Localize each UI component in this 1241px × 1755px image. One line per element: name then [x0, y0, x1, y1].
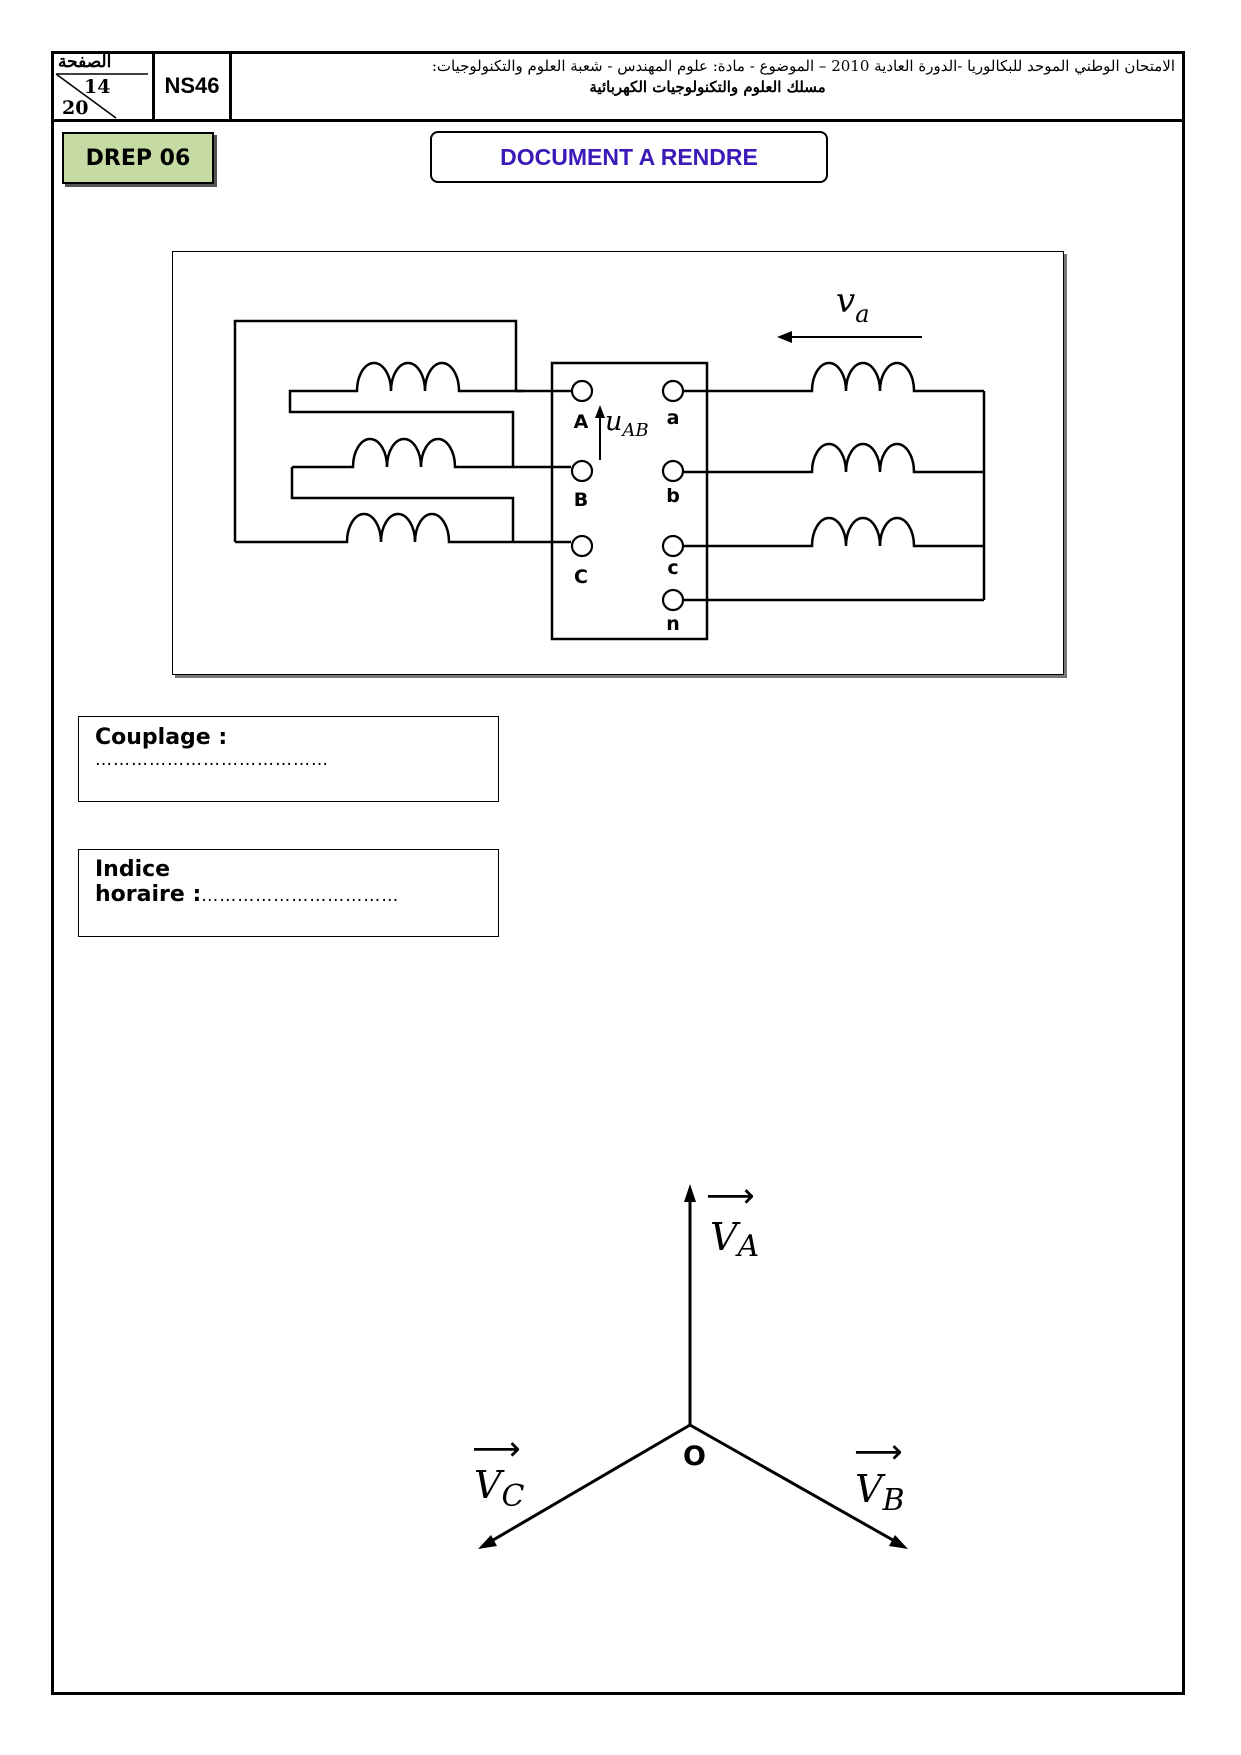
document-title: DOCUMENT A RENDRE: [430, 131, 828, 183]
terminal-b: [661, 459, 685, 483]
terminal-label-n: n: [666, 613, 680, 635]
couplage-box[interactable]: Couplage : …………………………………: [78, 716, 499, 802]
terminal-label-c: c: [667, 557, 678, 579]
transformer-diagram: A B C a b c n uAB va: [233, 281, 986, 641]
terminal-label-B: B: [574, 489, 588, 511]
indice-label: Indice: [95, 857, 171, 882]
terminal-n: [661, 588, 685, 612]
primary-coil-c: [235, 512, 571, 544]
terminal-a: [661, 379, 685, 403]
terminal-A: [570, 379, 594, 403]
primary-coil-b: [292, 437, 513, 469]
terminal-B: [570, 459, 594, 483]
terminal-label-a: a: [667, 407, 680, 429]
terminal-block: [550, 361, 709, 641]
header-separator: [152, 51, 155, 121]
indice-answer-line[interactable]: ……………………………: [201, 886, 400, 906]
terminal-C: [570, 534, 594, 558]
terminal-label-b: b: [666, 485, 680, 507]
exam-code: NS46: [164, 73, 220, 98]
horaire-label: horaire :: [95, 882, 202, 907]
indice-horaire-box[interactable]: Indice horaire :……………………………: [78, 849, 499, 937]
page-total: 20: [62, 97, 89, 119]
couplage-label: Couplage :: [95, 725, 228, 750]
couplage-answer-line[interactable]: …………………………………: [95, 750, 329, 770]
page-cell-diagonal: [55, 73, 148, 119]
voltage-uAB: uAB: [605, 406, 649, 441]
voltage-va: va: [836, 281, 870, 328]
secondary-coil-c: [683, 516, 984, 548]
header-separator: [229, 51, 232, 121]
terminal-c: [661, 534, 685, 558]
page-frame: [51, 51, 1185, 1695]
drep-label: DREP 06: [62, 132, 214, 184]
secondary-coil-b: [683, 442, 984, 474]
secondary-coil-a: [683, 361, 984, 393]
exam-title: الامتحان الوطني الموحد للبكالوريا -الدور…: [240, 56, 1175, 98]
primary-coil-a: [300, 361, 523, 393]
exam-title-line2: مسلك العلوم والتكنولوجيات الكهربائية: [589, 78, 826, 96]
header-divider: [51, 119, 1185, 122]
page-number-cell: الصفحة 14 20: [54, 52, 152, 119]
page-label: الصفحة: [58, 52, 112, 72]
terminal-label-A: A: [574, 411, 589, 433]
exam-title-line1: الامتحان الوطني الموحد للبكالوريا -الدور…: [431, 57, 1175, 75]
terminal-label-C: C: [574, 566, 588, 588]
page-current: 14: [84, 76, 111, 98]
diagram-frame: [172, 251, 1064, 675]
